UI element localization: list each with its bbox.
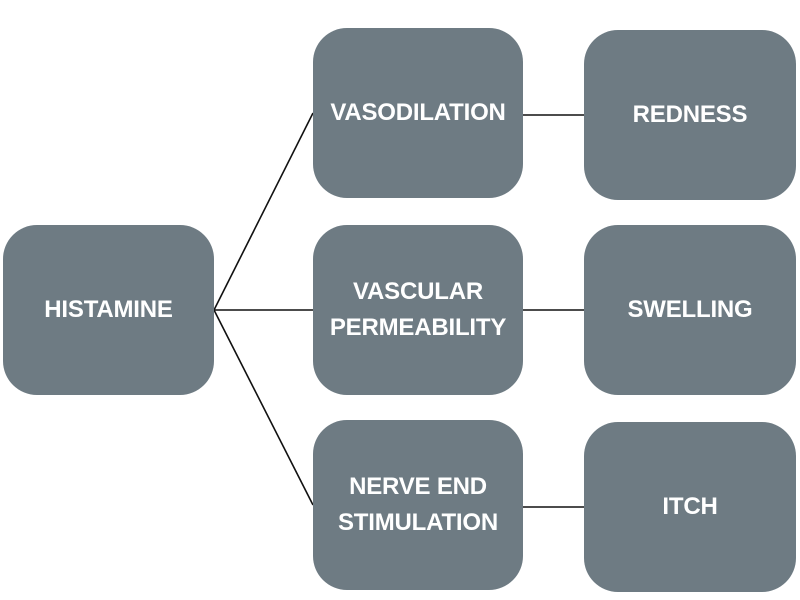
node-histamine: HISTAMINE [3,225,214,395]
node-redness: REDNESS [584,30,796,200]
node-redness-label: REDNESS [632,101,748,128]
node-swelling: SWELLING [584,225,796,395]
node-vasodilation-label: VASODILATION [330,99,506,126]
node-swelling-label: SWELLING [627,296,753,323]
node-vasodilation: VASODILATION [313,28,523,198]
node-nerve-end-stimulation: NERVE END STIMULATION [313,420,523,590]
connector-histamine-vasodilation [213,112,314,311]
node-vascular-permeability-label: VASCULAR PERMEABILITY [329,278,507,341]
node-nerve-end-stimulation-label: NERVE END STIMULATION [338,473,498,536]
node-itch: ITCH [584,422,796,592]
node-histamine-label: HISTAMINE [44,296,173,323]
node-itch-label: ITCH [662,493,718,520]
node-vascular-permeability: VASCULAR PERMEABILITY [313,225,523,395]
connector-histamine-nerve-end-stimulation [213,309,314,506]
